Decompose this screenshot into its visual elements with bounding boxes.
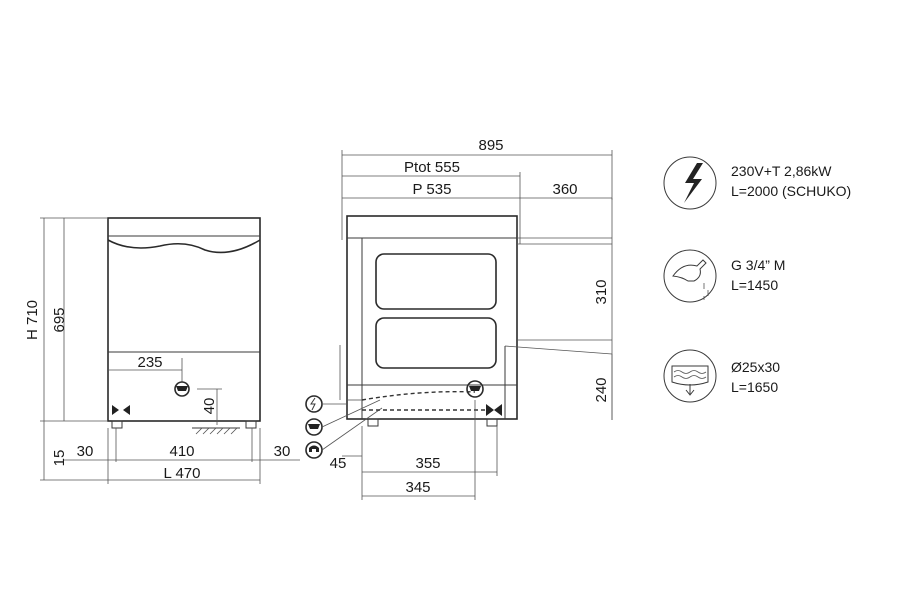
front-view (40, 217, 300, 484)
side-lower-height-label: 240 (593, 377, 610, 402)
side-foot-right (486, 418, 498, 427)
legend-drain: Ø25x30 L=1650 (663, 349, 780, 403)
side-depth-label: P 535 (413, 181, 452, 198)
front-height-body-label: 695 (51, 307, 68, 332)
side-lower-window (375, 317, 497, 369)
side-view (305, 150, 613, 500)
side-drain-position-label: 345 (405, 479, 430, 496)
front-foot-left-label: 30 (77, 443, 94, 460)
drain-icon (663, 349, 717, 403)
front-panel-curve (107, 239, 261, 254)
lightning-icon (663, 156, 717, 210)
front-foot-right-label: 30 (274, 443, 291, 460)
front-foot-span-label: 410 (169, 443, 194, 460)
side-depth-total-label: Ptot 555 (404, 159, 460, 176)
water-tap-icon (663, 249, 717, 303)
front-drain-height-label: 40 (201, 398, 218, 415)
drain-spec-line2: L=1650 (731, 379, 778, 395)
front-body-outline (107, 217, 261, 422)
side-body-outline (346, 215, 518, 420)
legend-water: G 3/4” M L=1450 (663, 249, 785, 303)
side-foot-left (367, 418, 379, 427)
front-width-label: L 470 (164, 465, 201, 482)
side-valve-icon (486, 404, 502, 416)
side-foot-offset-label: 45 (330, 455, 347, 472)
front-foot-left (111, 420, 123, 429)
power-spec-line2: L=2000 (SCHUKO) (731, 183, 851, 199)
legend-power: 230V+T 2,86kW L=2000 (SCHUKO) (663, 156, 851, 210)
drain-spec-line1: Ø25x30 (731, 359, 780, 375)
side-drain-outlet-icon (466, 380, 484, 398)
side-water-connection-icon (305, 441, 323, 459)
front-height-feet-label: 15 (51, 450, 68, 467)
water-spec-line2: L=1450 (731, 277, 778, 293)
side-upper-window (375, 253, 497, 310)
front-foot-right (245, 420, 257, 429)
water-spec-line1: G 3/4” M (731, 257, 785, 273)
power-spec-line1: 230V+T 2,86kW (731, 163, 832, 179)
side-foot-span-label: 355 (415, 455, 440, 472)
front-drain-icon (174, 381, 190, 397)
side-overall-depth-label: 895 (478, 137, 503, 154)
side-door-clearance-label: 360 (552, 181, 577, 198)
front-height-total-label: H 710 (24, 300, 41, 340)
side-door-height-label: 310 (593, 279, 610, 304)
front-valve-icon (112, 405, 130, 415)
front-drain-offset-label: 235 (137, 354, 162, 371)
